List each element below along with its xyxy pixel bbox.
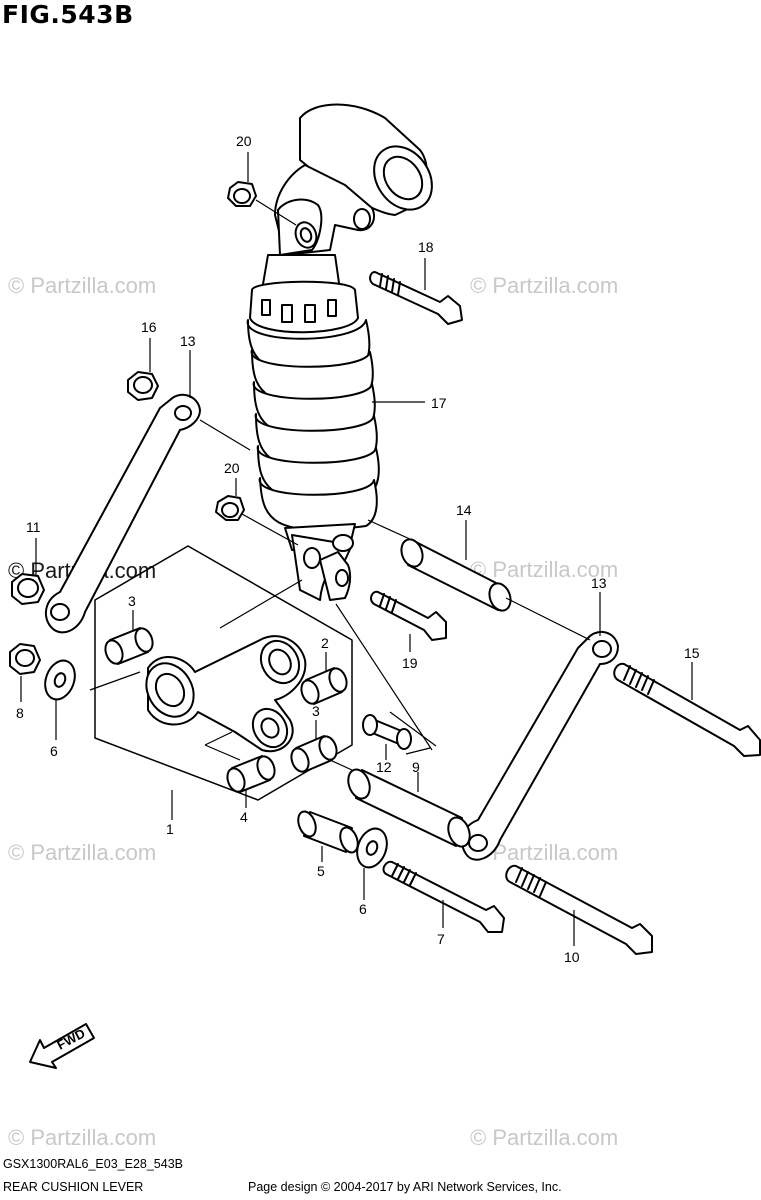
watermark: © Partzilla.com xyxy=(470,557,619,582)
callout-19: 19 xyxy=(402,655,418,671)
nut-8 xyxy=(9,643,41,675)
bolt-19 xyxy=(370,590,447,641)
spacer-9 xyxy=(347,768,471,848)
washer-6-right xyxy=(356,827,388,869)
callout-3: 3 xyxy=(312,703,320,719)
bolt-7 xyxy=(382,860,505,933)
bearing-3-lower xyxy=(290,735,338,773)
nut-11 xyxy=(11,573,45,605)
bolt-15 xyxy=(613,662,761,757)
callout-20: 20 xyxy=(236,133,252,149)
bearing-4 xyxy=(226,755,276,793)
callout-16: 16 xyxy=(141,319,157,335)
bolt-18 xyxy=(369,271,463,325)
spacer-12 xyxy=(362,714,412,750)
callout-5: 5 xyxy=(317,863,325,879)
callout-2: 2 xyxy=(321,635,329,651)
callout-7: 7 xyxy=(437,931,445,947)
callout-17: 17 xyxy=(431,395,447,411)
callout-4: 4 xyxy=(240,809,248,825)
nut-16 xyxy=(127,371,159,401)
callout-13: 13 xyxy=(180,333,196,349)
callout-10: 10 xyxy=(564,949,580,965)
callout-12: 12 xyxy=(376,759,392,775)
nut-20-top xyxy=(227,181,257,207)
cushion-lever-1 xyxy=(145,635,307,753)
callout-20: 20 xyxy=(224,460,240,476)
bearing-2 xyxy=(300,667,348,705)
bolt-10 xyxy=(505,864,653,955)
callout-15: 15 xyxy=(684,645,700,661)
watermark: © Partzilla.com xyxy=(470,1125,619,1150)
washer-6-left xyxy=(44,659,76,701)
leader-lines xyxy=(20,152,693,946)
watermark: © Partzilla.com xyxy=(470,273,619,298)
model-code: GSX1300RAL6_E03_E28_543B xyxy=(3,1157,184,1171)
watermark: © Partzilla.com xyxy=(8,840,157,865)
callout-labels: 20 18 16 13 17 20 14 11 13 3 2 15 19 8 3… xyxy=(16,133,700,965)
rear-shock-absorber xyxy=(246,103,433,601)
lever-assembly-box xyxy=(94,545,353,801)
figure-title: FIG.543B xyxy=(2,0,134,29)
callout-1: 1 xyxy=(166,821,174,837)
callout-8: 8 xyxy=(16,705,24,721)
tie-rod-13-left xyxy=(44,393,201,634)
tie-rod-13-right xyxy=(461,630,619,861)
diagram-name: REAR CUSHION LEVER xyxy=(3,1180,144,1194)
bearing-3-upper xyxy=(104,627,154,665)
callout-9: 9 xyxy=(412,759,420,775)
page-credit: Page design © 2004-2017 by ARI Network S… xyxy=(248,1180,562,1194)
callout-14: 14 xyxy=(456,502,472,518)
callout-6: 6 xyxy=(359,901,367,917)
callout-18: 18 xyxy=(418,239,434,255)
callout-11: 11 xyxy=(26,519,41,535)
callout-3: 3 xyxy=(128,593,136,609)
callout-6: 6 xyxy=(50,743,58,759)
spacer-14 xyxy=(400,538,512,612)
callout-13: 13 xyxy=(591,575,607,591)
fwd-arrow xyxy=(29,1023,95,1069)
watermark: © Partzilla.com xyxy=(8,1125,157,1150)
nut-20-lower xyxy=(215,495,245,521)
watermark: © Partzilla.com xyxy=(8,273,157,298)
spacer-5 xyxy=(297,810,359,854)
